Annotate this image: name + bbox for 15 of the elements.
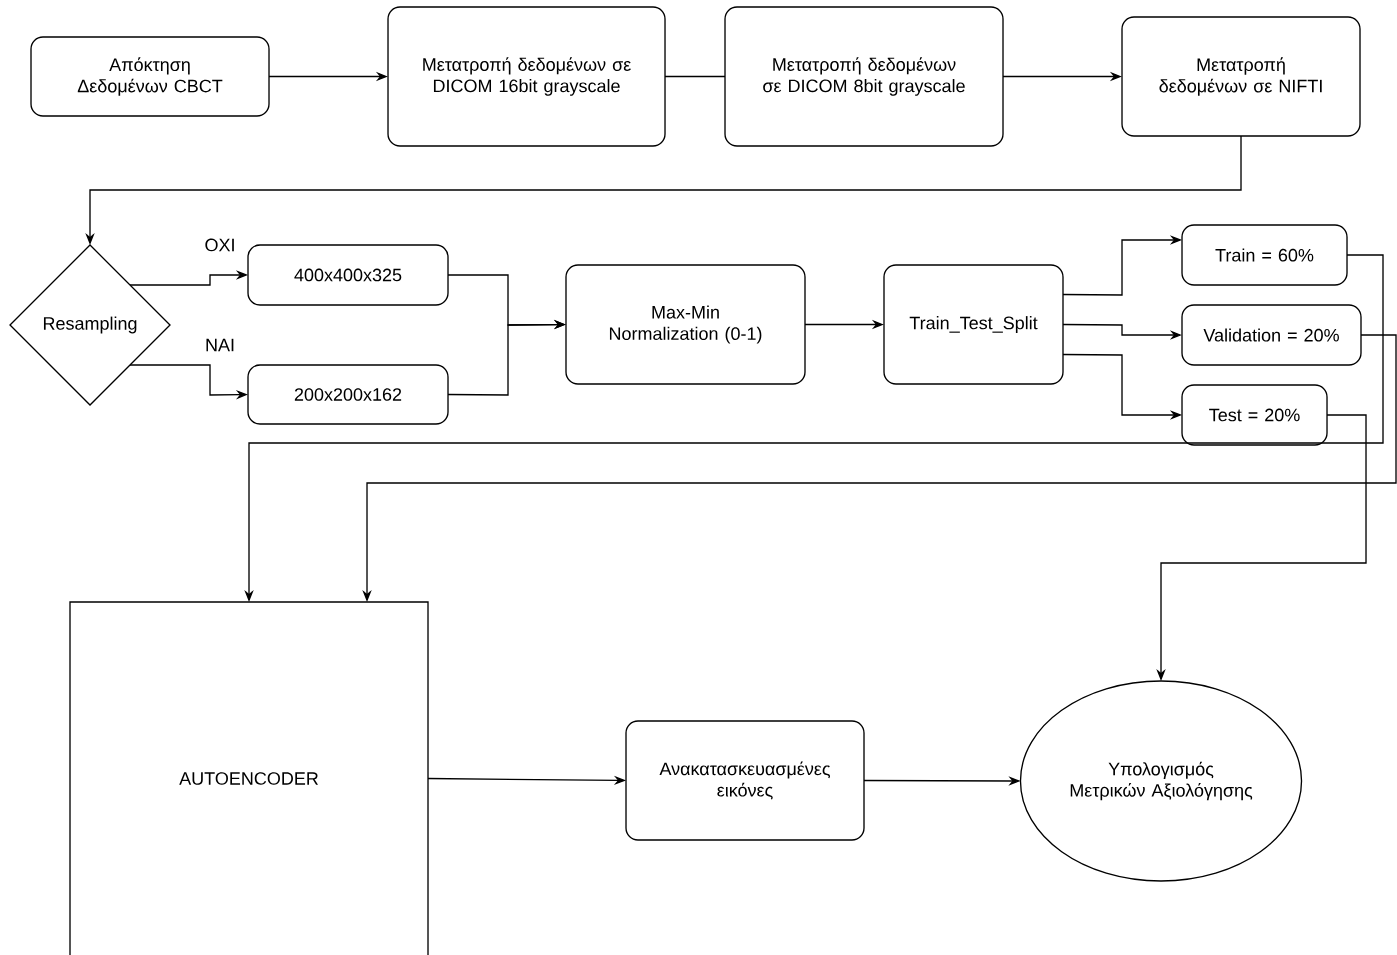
process-box: 400x400x325 xyxy=(247,244,449,306)
process-box: Train = 60% xyxy=(1181,224,1348,286)
process-box: Ανακατασκευασμένες εικόνες xyxy=(625,720,865,841)
process-box: 200x200x162 xyxy=(247,364,449,425)
process-box: Max-Min Normalization (0-1) xyxy=(565,264,806,385)
process-box: Train_Test_Split xyxy=(883,264,1064,385)
edge-label: OXI xyxy=(203,237,237,253)
process-box: Validation = 20% xyxy=(1181,304,1362,366)
process-box: Μετατροπή δεδομένων σε NIFTI xyxy=(1121,16,1361,137)
process-box: Απόκτηση Δεδομένων CBCT xyxy=(30,36,270,117)
autoencoder-box: AUTOENCODER xyxy=(69,601,429,955)
process-box: Test = 20% xyxy=(1181,384,1328,446)
edge-label: NAI xyxy=(203,337,237,353)
process-box: Μετατροπή δεδομένων σε DICOM 8bit grayscale xyxy=(724,6,1004,147)
process-box: Μετατροπή δεδομένων σε DICOM 16bit grayscale xyxy=(387,6,666,147)
